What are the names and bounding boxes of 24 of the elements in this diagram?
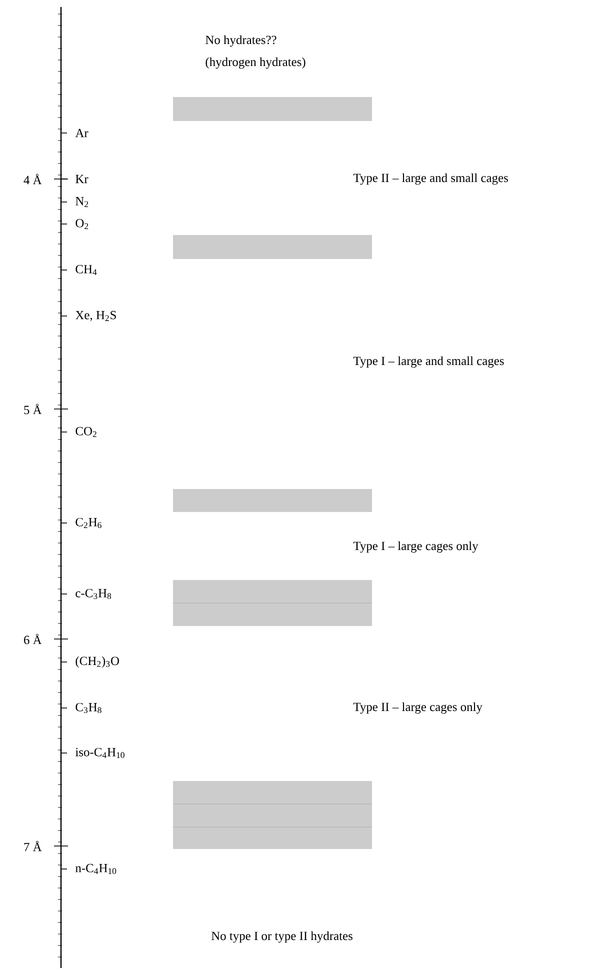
guest-label: iso-C$_{4}$H$_{10}$ (75, 748, 124, 758)
guest-label: N$_{2}$ (76, 197, 88, 207)
scale-label: 7 Å (24, 840, 42, 852)
guest-label: Kr (76, 174, 88, 184)
region-label: Type II – large and small cages (353, 173, 508, 185)
region-label: No type I or type II hydrates (211, 931, 352, 943)
guest-label: C$_{3}$H$_{8}$ (76, 702, 102, 714)
scale-label: 6 Å (24, 634, 42, 644)
guest-label: Xe, H$_{2}$S (75, 310, 116, 322)
region-label: Type II – large cages only (353, 702, 482, 714)
region-label: Type I – large and small cages (353, 356, 504, 368)
region-label: (hydrogen hydrates) (206, 57, 306, 69)
guest-label: c-C$_{3}$H$_{8}$ (76, 588, 112, 600)
guest-label: C$_{2}$H$_{6}$ (76, 518, 102, 528)
region-label: No hydrates?? (206, 35, 276, 47)
guest-label: n-C$_{4}$H$_{10}$ (75, 864, 116, 874)
guest-label: CO$_{2}$ (76, 426, 96, 438)
guest-label: O$_{2}$ (76, 218, 88, 230)
region-label: Type I – large cages only (353, 541, 478, 553)
guest-label: Ar (75, 128, 88, 138)
guest-label: (CH$_{2}$)$_{3}$O (76, 656, 119, 668)
guest-label: CH$_{4}$ (76, 264, 97, 276)
scale-label: 4 Å (24, 174, 42, 184)
scale-label: 5 Å (24, 404, 42, 414)
